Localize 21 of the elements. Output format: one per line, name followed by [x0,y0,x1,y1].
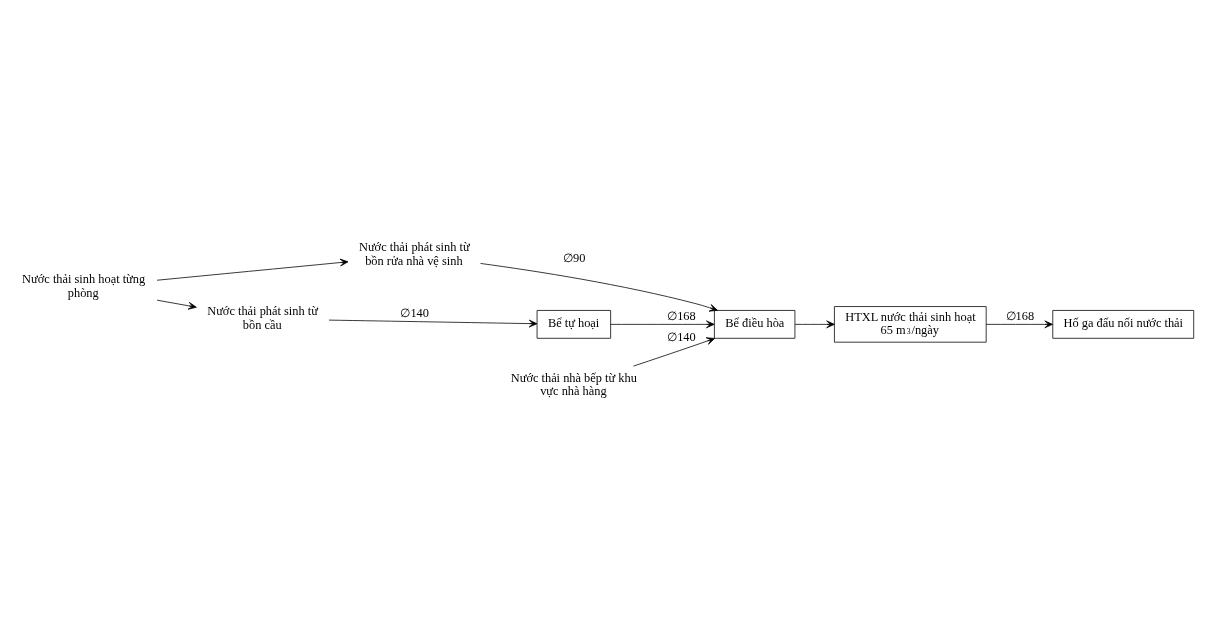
arrow [156,258,349,281]
edge-label: ∅168 [1005,309,1035,324]
node-text: Nước thải sinh hoạt từng phòng [22,272,146,301]
node-text: Nước thải nhà bếp từ khu vực nhà hàng [510,370,637,399]
arrow [610,320,715,329]
arrow [794,320,835,329]
edge-label: ∅140 [667,330,696,345]
node-box: Hố ga đấu nối nước thải [1052,310,1195,339]
node-box: Bể tự hoại [536,310,611,339]
arrow [985,320,1053,329]
arrow [156,299,197,310]
edge-label: ∅168 [667,309,696,324]
node-text: Nước thải phát sinh từ bồn rửa nhà vệ sinh [358,240,470,269]
arrow [633,337,716,367]
edge-label: ∅140 [400,306,429,321]
arrow [480,263,718,312]
node-box: HTXL nước thải sinh hoạt 65 m3/ngày [834,306,987,343]
node-text: Nước thải phát sinh từ bồn cầu [207,303,318,332]
node-box: Bể điều hòa [714,310,796,339]
edge-label: ∅90 [563,251,586,266]
arrow [328,319,538,328]
